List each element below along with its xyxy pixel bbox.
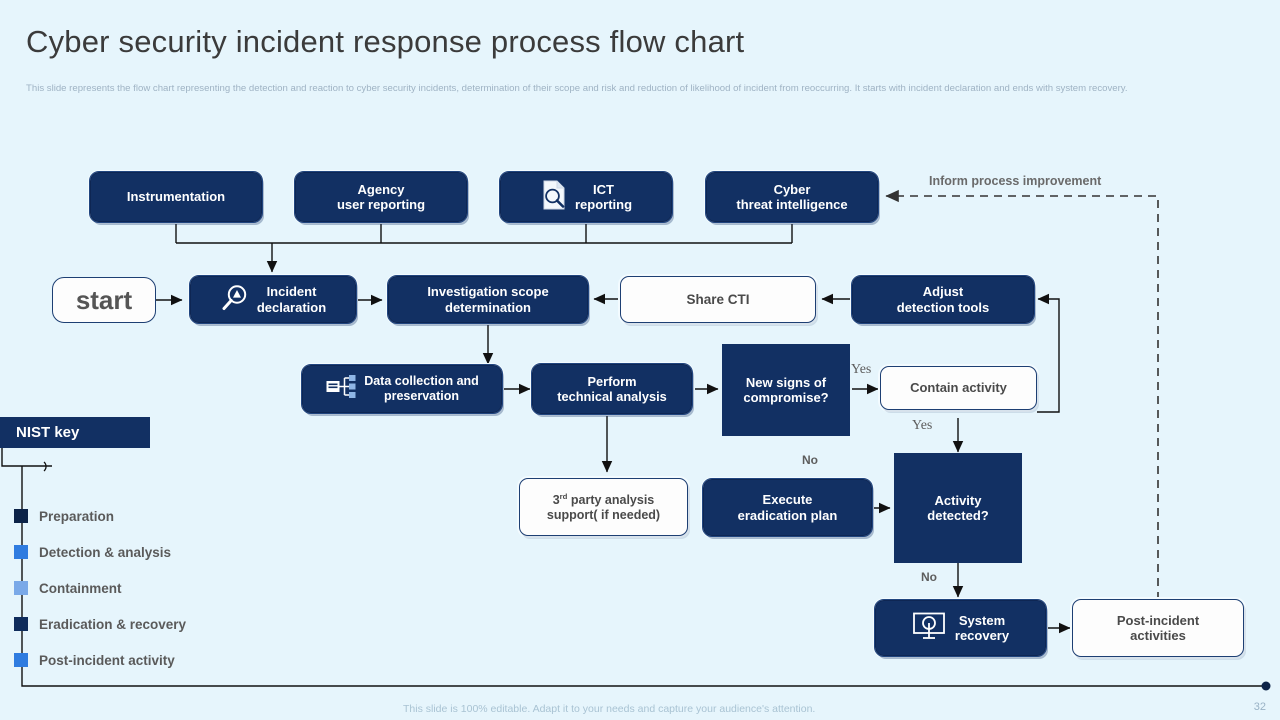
node-start[interactable]: start [52, 277, 156, 323]
legend-swatch [14, 617, 28, 631]
node-label-line2: recovery [954, 628, 1010, 643]
node-label-line1: Cyber [773, 181, 811, 197]
node-label-line1: Perform [587, 373, 637, 389]
legend-item-preparation: Preparation [14, 498, 186, 534]
edge-label-inform-process-improvement: Inform process improvement [929, 174, 1102, 188]
node-label-line1: Data collection and [364, 374, 479, 389]
legend-item-detection-analysis: Detection & analysis [14, 534, 186, 570]
node-label-line2: preservation [383, 389, 459, 403]
legend-label: Preparation [39, 508, 115, 524]
node-label: Instrumentation [126, 189, 226, 205]
nist-key-title: NIST key [0, 417, 150, 448]
node-label-line2: activities [1130, 628, 1186, 643]
node-label-line1: Agency [357, 181, 405, 197]
node-activity-detected[interactable]: Activity detected? [894, 453, 1022, 563]
page-subtitle: This slide represents the flow chart rep… [26, 83, 1128, 94]
node-agency-user-reporting[interactable]: Agency user reporting [294, 171, 468, 223]
node-label-line2: technical analysis [557, 389, 667, 404]
legend-item-containment: Containment [14, 570, 186, 606]
node-label-line1: System [958, 612, 1006, 628]
node-label: start [75, 284, 133, 315]
node-system-recovery[interactable]: System recovery [874, 599, 1047, 657]
magnifier-alert-icon [220, 283, 250, 316]
node-contain-activity[interactable]: Contain activity [880, 366, 1037, 410]
legend-item-eradication-recovery: Eradication & recovery [14, 606, 186, 642]
legend-label: Containment [39, 580, 122, 596]
edge-label-yes-compromise: Yes [851, 362, 872, 377]
document-search-icon [540, 179, 568, 214]
nist-key-legend: Preparation Detection & analysis Contain… [14, 498, 186, 678]
node-adjust-detection-tools[interactable]: Adjust detection tools [851, 275, 1035, 324]
legend-swatch [14, 581, 28, 595]
edge-label-no-eradication: No [802, 453, 818, 467]
node-incident-declaration[interactable]: Incident declaration [189, 275, 357, 324]
node-investigation-scope-determination[interactable]: Investigation scope determination [387, 275, 589, 324]
node-share-cti[interactable]: Share CTI [620, 276, 816, 323]
node-label-line1: ICT [593, 181, 614, 197]
node-label-line2: eradication plan [737, 507, 838, 523]
node-label: Contain activity [910, 380, 1007, 396]
node-post-incident-activities[interactable]: Post-incident activities [1072, 599, 1244, 657]
node-new-signs-of-compromise[interactable]: New signs of compromise? [722, 344, 850, 436]
node-label-line1: New signs of [745, 374, 827, 390]
node-label-line2: user reporting [336, 197, 426, 212]
legend-swatch [14, 545, 28, 559]
node-label-line1: Adjust [922, 284, 964, 300]
node-execute-eradication-plan[interactable]: Execute eradication plan [702, 478, 873, 537]
legend-label: Detection & analysis [39, 544, 172, 560]
legend-item-post-incident-activity: Post-incident activity [14, 642, 186, 678]
node-third-party-analysis[interactable]: 3rd party analysis support( if needed) [519, 478, 688, 536]
page-title: Cyber security incident response process… [26, 24, 745, 59]
monitor-recovery-icon [912, 611, 948, 644]
node-label-line1: 3rd party analysis [552, 491, 655, 507]
node-label-line1: Incident [266, 284, 317, 300]
node-label-line1: Execute [762, 492, 813, 508]
node-label-line2: reporting [574, 197, 633, 212]
node-ict-reporting[interactable]: ICT reporting [499, 171, 673, 223]
node-label-line1: Investigation scope [427, 284, 549, 300]
node-perform-technical-analysis[interactable]: Perform technical analysis [531, 363, 693, 415]
node-label-line1: Post-incident [1116, 612, 1200, 628]
node-cyber-threat-intelligence[interactable]: Cyber threat intelligence [705, 171, 879, 223]
legend-swatch [14, 509, 28, 523]
node-label-line2: detection tools [896, 299, 990, 315]
legend-label: Post-incident activity [39, 652, 175, 668]
footer-note: This slide is 100% editable. Adapt it to… [403, 703, 816, 715]
node-label-line1: Activity [934, 492, 982, 508]
node-label-line2: determination [445, 299, 531, 315]
node-label-line2: detected? [927, 508, 989, 523]
node-label-line2: declaration [256, 299, 327, 315]
node-label-line2: compromise? [743, 390, 829, 405]
node-label: Share CTI [686, 291, 750, 307]
edge-label-yes-contain: Yes [912, 418, 933, 433]
nist-key-title-label: NIST key [16, 424, 80, 441]
node-label-line2: support( if needed) [546, 507, 661, 522]
page-number: 32 [1253, 701, 1266, 713]
legend-label: Eradication & recovery [39, 616, 187, 632]
edge-label-no-activity: No [921, 570, 937, 584]
data-network-icon [325, 373, 357, 405]
node-data-collection-and-preservation[interactable]: Data collection and preservation [301, 364, 503, 414]
legend-swatch [14, 653, 28, 667]
node-instrumentation[interactable]: Instrumentation [89, 171, 263, 223]
node-label-line2: threat intelligence [736, 197, 848, 212]
